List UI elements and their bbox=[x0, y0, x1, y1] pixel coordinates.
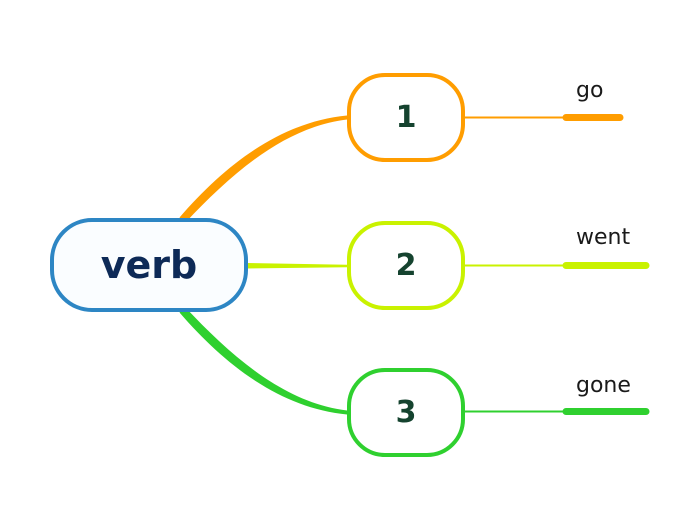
child-node-label: 1 bbox=[395, 100, 417, 135]
leaf-node-label: gone bbox=[576, 373, 631, 398]
leaf-node-label: go bbox=[576, 78, 604, 103]
child-node-2[interactable]: 2 bbox=[347, 221, 465, 310]
leaf-node-went[interactable]: went bbox=[576, 226, 630, 250]
root-node-verb[interactable]: verb bbox=[50, 218, 248, 312]
child-node-3[interactable]: 3 bbox=[347, 368, 465, 457]
root-node-label: verb bbox=[100, 243, 198, 287]
branch-curve-3 bbox=[179, 307, 347, 415]
leaf-node-label: went bbox=[576, 225, 631, 250]
child-node-1[interactable]: 1 bbox=[347, 73, 465, 162]
leaf-node-go[interactable]: go bbox=[576, 79, 603, 103]
child-node-label: 3 bbox=[395, 395, 417, 430]
branch-curve-2 bbox=[246, 263, 347, 269]
leaf-node-gone[interactable]: gone bbox=[576, 374, 631, 398]
child-node-label: 2 bbox=[395, 248, 417, 283]
branch-curve-1 bbox=[179, 115, 347, 223]
